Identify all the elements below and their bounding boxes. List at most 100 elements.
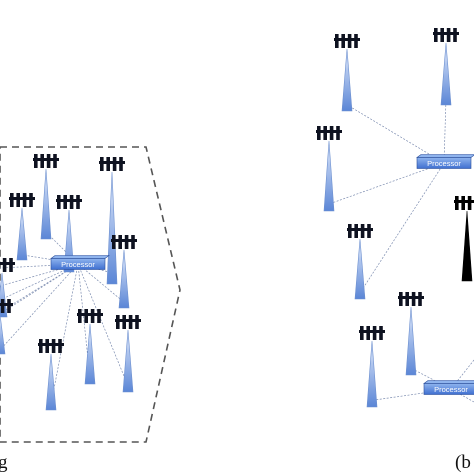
tower-right-top-4 <box>347 224 373 300</box>
right-links <box>328 98 474 403</box>
antenna-panel <box>100 157 104 171</box>
antenna-bar <box>334 38 360 41</box>
tower-right-top-3 <box>316 126 342 212</box>
tower-left-8 <box>38 339 64 411</box>
tower-left-7 <box>115 315 141 393</box>
antenna-panel <box>347 34 352 48</box>
antenna-panel <box>323 126 327 140</box>
antenna-panel <box>10 193 14 207</box>
antenna-panel <box>45 339 49 353</box>
tower-right-bottom-2 <box>398 292 424 376</box>
tower-mast <box>461 210 473 282</box>
processor-top-face <box>416 154 474 158</box>
antenna-panel <box>39 339 43 353</box>
antenna-panel <box>128 315 133 329</box>
antenna-panel <box>455 196 459 210</box>
antenna-panel <box>354 34 358 48</box>
processor-body <box>50 258 106 270</box>
processor-right-1: Processor <box>416 154 474 169</box>
antenna-panel <box>453 28 457 42</box>
tower-mast <box>40 168 52 240</box>
processor-label: Processor <box>434 385 468 394</box>
link-line <box>0 263 79 351</box>
antenna-panel <box>336 126 340 140</box>
tower-mast <box>16 207 28 261</box>
antenna-bar <box>359 330 385 333</box>
link-line <box>0 263 79 269</box>
right-panel-caption: (b <box>455 452 471 473</box>
tower-right-top-1 <box>334 34 360 112</box>
tower-left-1 <box>33 154 59 240</box>
antenna-panel <box>78 309 82 323</box>
tower-left-3 <box>9 193 35 261</box>
antenna-panel <box>51 339 56 353</box>
antenna-panel <box>317 126 321 140</box>
antenna-panel <box>135 315 139 329</box>
tower-mast <box>106 171 118 285</box>
antenna-panel <box>106 157 110 171</box>
antenna-bar <box>77 313 103 316</box>
processor-body <box>423 383 474 395</box>
link-line <box>346 104 445 164</box>
left-towers <box>0 154 141 411</box>
antenna-bar <box>9 197 35 200</box>
antenna-panel <box>379 326 383 340</box>
antenna-bar <box>56 199 82 202</box>
antenna-panel <box>57 195 61 209</box>
antenna-panel <box>335 34 339 48</box>
antenna-panel <box>124 235 129 249</box>
right-towers <box>316 28 474 408</box>
antenna-bar <box>99 161 125 164</box>
antenna-panel <box>405 292 409 306</box>
processor-top-face <box>423 380 474 384</box>
antenna-panel <box>440 28 444 42</box>
link-line <box>0 263 79 287</box>
link-line <box>77 263 125 303</box>
antenna-panel <box>366 326 370 340</box>
tower-mast <box>405 306 417 376</box>
antenna-bar <box>433 32 459 35</box>
link-line <box>443 98 447 164</box>
tower-left-2 <box>99 157 125 285</box>
processor-label: Processor <box>427 159 461 168</box>
antenna-panel <box>29 193 33 207</box>
antenna-panel <box>367 224 371 238</box>
antenna-panel <box>40 154 44 168</box>
tower-mast <box>122 329 134 393</box>
antenna-panel <box>112 235 116 249</box>
antenna-panel <box>46 154 51 168</box>
tower-mast <box>440 42 452 106</box>
processor-left: Processor <box>50 255 110 270</box>
antenna-panel <box>329 126 334 140</box>
antenna-panel <box>348 224 352 238</box>
processor-top-face <box>50 255 110 259</box>
antenna-panel <box>467 196 472 210</box>
antenna-bar <box>38 343 64 346</box>
link-line <box>21 254 79 265</box>
antenna-panel <box>9 258 13 272</box>
antenna-panel <box>119 157 123 171</box>
antenna-panel <box>63 195 67 209</box>
link-line <box>450 359 474 390</box>
tower-mast <box>366 340 378 408</box>
left-panel-caption: g <box>0 452 8 473</box>
antenna-panel <box>2 258 7 272</box>
antenna-bar <box>316 130 342 133</box>
antenna-panel <box>360 326 364 340</box>
antenna-panel <box>131 235 135 249</box>
tower-mast <box>323 140 335 212</box>
antenna-panel <box>112 157 117 171</box>
processor-right-2: Processor <box>423 380 474 395</box>
link-line <box>328 162 445 205</box>
link-line <box>77 263 129 386</box>
antenna-bar <box>0 262 15 265</box>
tower-mast <box>118 249 130 309</box>
tower-right-bottom-1 <box>359 326 385 408</box>
antenna-panel <box>34 154 38 168</box>
cluster-boundary-hexagon <box>0 146 181 443</box>
antenna-panel <box>118 235 122 249</box>
antenna-panel <box>434 28 438 42</box>
antenna-panel <box>122 315 126 329</box>
antenna-bar <box>0 303 13 306</box>
